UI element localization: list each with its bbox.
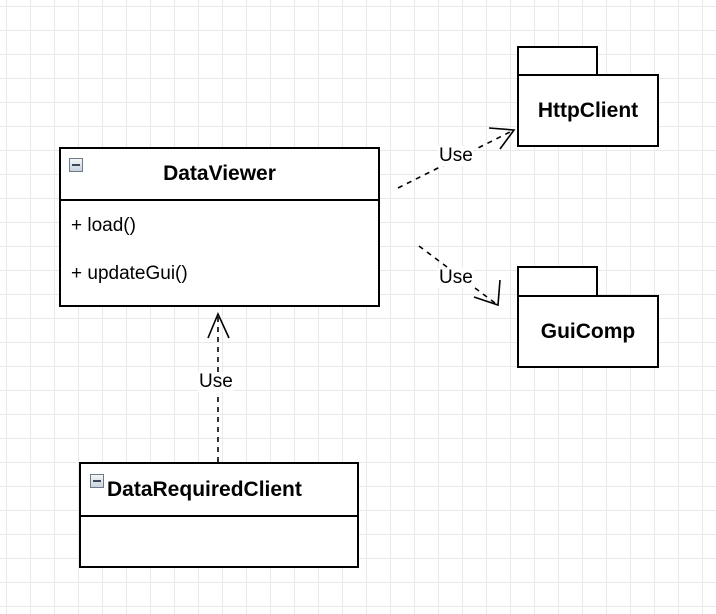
package-httpclient[interactable]: HttpClient [517,74,659,147]
package-guicomp-name: GuiComp [540,319,636,343]
method-load[interactable]: + load() [71,215,136,236]
edge-label-use-dataviewer: Use [198,371,234,392]
open-arrowhead-icon [207,312,230,339]
class-dataviewer-header: DataViewer [61,149,378,201]
class-datarequiredclient-name: DataRequiredClient [107,477,302,501]
class-datarequiredclient-header: DataRequiredClient [81,464,357,517]
open-arrowhead-icon [473,279,501,307]
class-dataviewer-name: DataViewer [163,162,276,185]
edge-label-use-guicomp: Use [438,267,474,288]
open-arrowhead-icon [488,127,516,150]
method-update-gui[interactable]: + updateGui() [71,263,188,284]
class-datarequiredclient[interactable]: DataRequiredClient [79,462,359,568]
collapse-toggle-icon[interactable] [69,158,83,172]
package-httpclient-tab [517,46,598,76]
class-dataviewer[interactable]: DataViewer + load() + updateGui() [59,147,380,307]
class-dataviewer-methods: + load() + updateGui() [61,201,378,305]
class-datarequiredclient-methods [81,517,357,566]
collapse-toggle-icon[interactable] [90,474,104,488]
edge-label-use-httpclient: Use [438,145,474,166]
package-guicomp[interactable]: GuiComp [517,295,659,368]
package-httpclient-name: HttpClient [537,98,639,122]
package-guicomp-tab [517,266,598,297]
